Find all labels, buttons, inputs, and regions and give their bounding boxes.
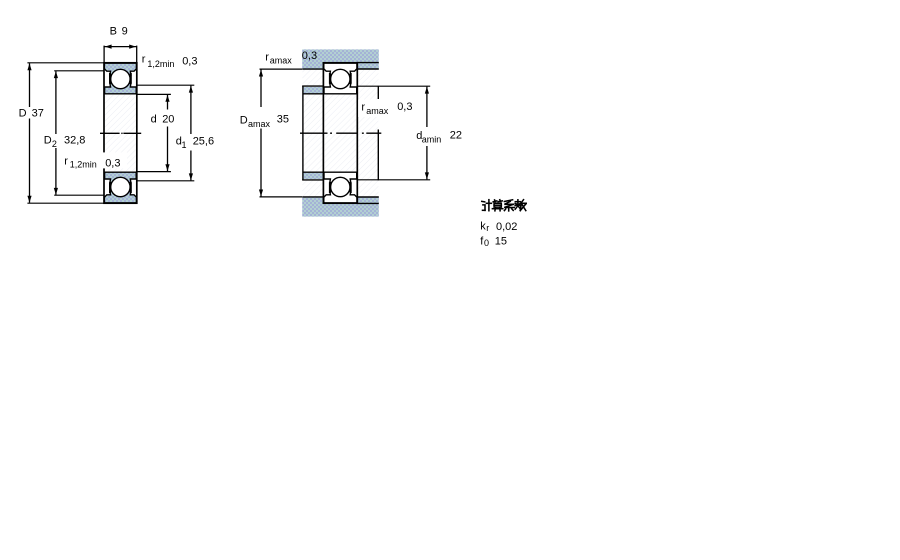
- svg-text:9: 9: [122, 26, 128, 38]
- svg-text:35: 35: [277, 114, 289, 126]
- svg-text:20: 20: [162, 113, 174, 125]
- svg-text:0,02: 0,02: [496, 221, 517, 233]
- svg-text:amax: amax: [366, 106, 389, 116]
- svg-text:r: r: [64, 156, 68, 168]
- svg-text:d: d: [176, 136, 182, 148]
- svg-text:D: D: [240, 115, 248, 127]
- svg-text:r: r: [265, 51, 269, 63]
- svg-text:0,3: 0,3: [302, 50, 317, 62]
- svg-text:0,3: 0,3: [182, 55, 197, 67]
- svg-text:1,2min: 1,2min: [147, 59, 174, 69]
- svg-text:1: 1: [182, 140, 187, 150]
- svg-text:D: D: [19, 108, 27, 120]
- svg-text:2: 2: [52, 139, 57, 149]
- svg-text:0,3: 0,3: [397, 101, 412, 113]
- svg-text:32,8: 32,8: [64, 135, 85, 147]
- svg-text:22: 22: [450, 130, 462, 142]
- svg-text:15: 15: [495, 236, 507, 248]
- svg-text:25,6: 25,6: [193, 136, 214, 148]
- svg-text:r: r: [361, 102, 365, 114]
- svg-text:amax: amax: [248, 119, 271, 129]
- svg-text:0,3: 0,3: [105, 157, 120, 169]
- svg-text:k: k: [480, 221, 486, 233]
- svg-text:1,2min: 1,2min: [70, 160, 97, 170]
- svg-text:f: f: [480, 236, 484, 248]
- svg-text:amax: amax: [270, 56, 293, 66]
- svg-text:amin: amin: [422, 134, 442, 144]
- svg-text:d: d: [416, 130, 422, 142]
- svg-text:37: 37: [32, 108, 44, 120]
- svg-text:D: D: [44, 135, 52, 147]
- svg-text:B: B: [110, 26, 117, 38]
- svg-text:d: d: [151, 113, 157, 125]
- svg-text:r: r: [486, 223, 489, 233]
- svg-text:r: r: [142, 54, 146, 66]
- svg-text:0: 0: [484, 238, 489, 248]
